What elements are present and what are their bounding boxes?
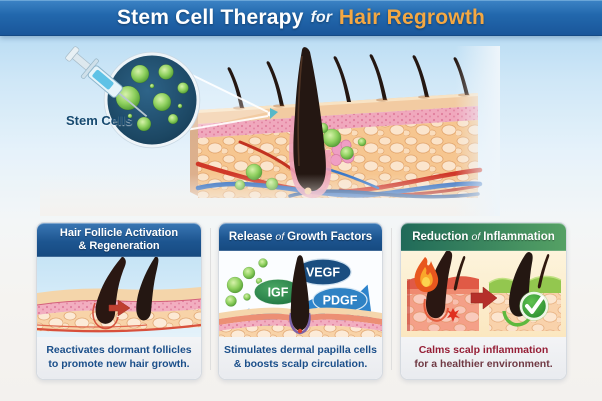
- panel3-header: Reduction of Inflammation: [401, 223, 566, 251]
- panel-inflammation: Reduction of Inflammation: [400, 222, 567, 380]
- stem-cell-magnifier-circle: [65, 46, 201, 149]
- title-banner: Stem Cell Therapy for Hair Regrowth: [0, 0, 602, 36]
- panel1-caption-line1: Reactivates dormant follicles: [46, 344, 192, 357]
- injection-point-arrow-icon: [270, 108, 278, 119]
- panel-divider-2: [391, 228, 392, 370]
- panel1-caption-line2: to promote new hair growth.: [48, 358, 190, 370]
- stem-cells-label: Stem Cells: [66, 113, 133, 128]
- panel1-header-line1: Hair Follicle Activation: [59, 226, 179, 239]
- panel3-caption: Calms scalp inflammation for a healthier…: [401, 337, 566, 379]
- panel1-caption: Reactivates dormant follicles to promote…: [37, 337, 201, 379]
- panel3-transition-arrow-icon: [470, 286, 498, 310]
- panel1-dormant-follicle: [92, 257, 126, 330]
- hero-illustration: Stem Cells: [40, 46, 500, 216]
- syringe-icon: [65, 46, 148, 117]
- panel2-caption: Stimulates dermal papilla cells & boosts…: [219, 337, 382, 379]
- checkmark-icon: [519, 291, 549, 321]
- panel1-header-line2: & Regeneration: [78, 240, 160, 252]
- panel3-illustration: [401, 251, 566, 337]
- panel1-regrown-follicle: [136, 257, 159, 321]
- pdgf-label: PDGF: [323, 294, 358, 308]
- panel3-inflamed-follicle: [423, 251, 466, 322]
- panel-follicle-activation: Hair Follicle Activation & Regeneration: [36, 222, 202, 380]
- igf-label: IGF: [268, 286, 289, 300]
- title-highlight: Hair Regrowth: [338, 6, 486, 29]
- panel-divider-1: [210, 228, 211, 370]
- title-for: for: [310, 9, 332, 26]
- panel-growth-factors: Release of Growth Factors: [218, 222, 383, 380]
- flame-icon: [414, 257, 439, 293]
- scalp-cross-section-illustration: [40, 46, 500, 216]
- panel2-illustration: IGF VEGF PDGF: [219, 251, 382, 337]
- panel2-stem-cells: [225, 258, 268, 307]
- panel2-follicle: [289, 255, 311, 335]
- right-fade: [455, 46, 500, 216]
- magnifier-connector-lines: [185, 73, 278, 131]
- panel3-caption-line1: Calms scalp inflammation: [418, 344, 549, 357]
- panel3-header-post: Inflammation: [483, 231, 555, 243]
- panel3-header-of: of: [471, 231, 481, 243]
- panel2-header: Release of Growth Factors: [219, 223, 382, 251]
- panel1-illustration: [37, 257, 201, 337]
- panel1-activation-arrow-icon: [108, 299, 131, 317]
- panel2-header-pre: Release: [228, 231, 273, 243]
- bottom-fade: [40, 174, 500, 216]
- panel3-caption-line2: for a healthier environment.: [414, 358, 553, 370]
- panel2-growth-factor-badges: IGF VEGF PDGF: [253, 258, 368, 314]
- irritation-spark-icon: [447, 308, 460, 322]
- panel2-header-of: of: [275, 231, 285, 243]
- vegf-label: VEGF: [306, 266, 340, 280]
- panel2-caption-line2: & boosts scalp circulation.: [233, 358, 368, 370]
- title-main: Stem Cell Therapy: [116, 6, 304, 29]
- panel1-header: Hair Follicle Activation & Regeneration: [37, 223, 201, 257]
- stem-cell-spheres: [112, 64, 189, 132]
- panel2-caption-line1: Stimulates dermal papilla cells: [224, 344, 377, 357]
- panel2-header-post: Growth Factors: [287, 231, 373, 243]
- panel3-header-pre: Reduction: [412, 231, 469, 243]
